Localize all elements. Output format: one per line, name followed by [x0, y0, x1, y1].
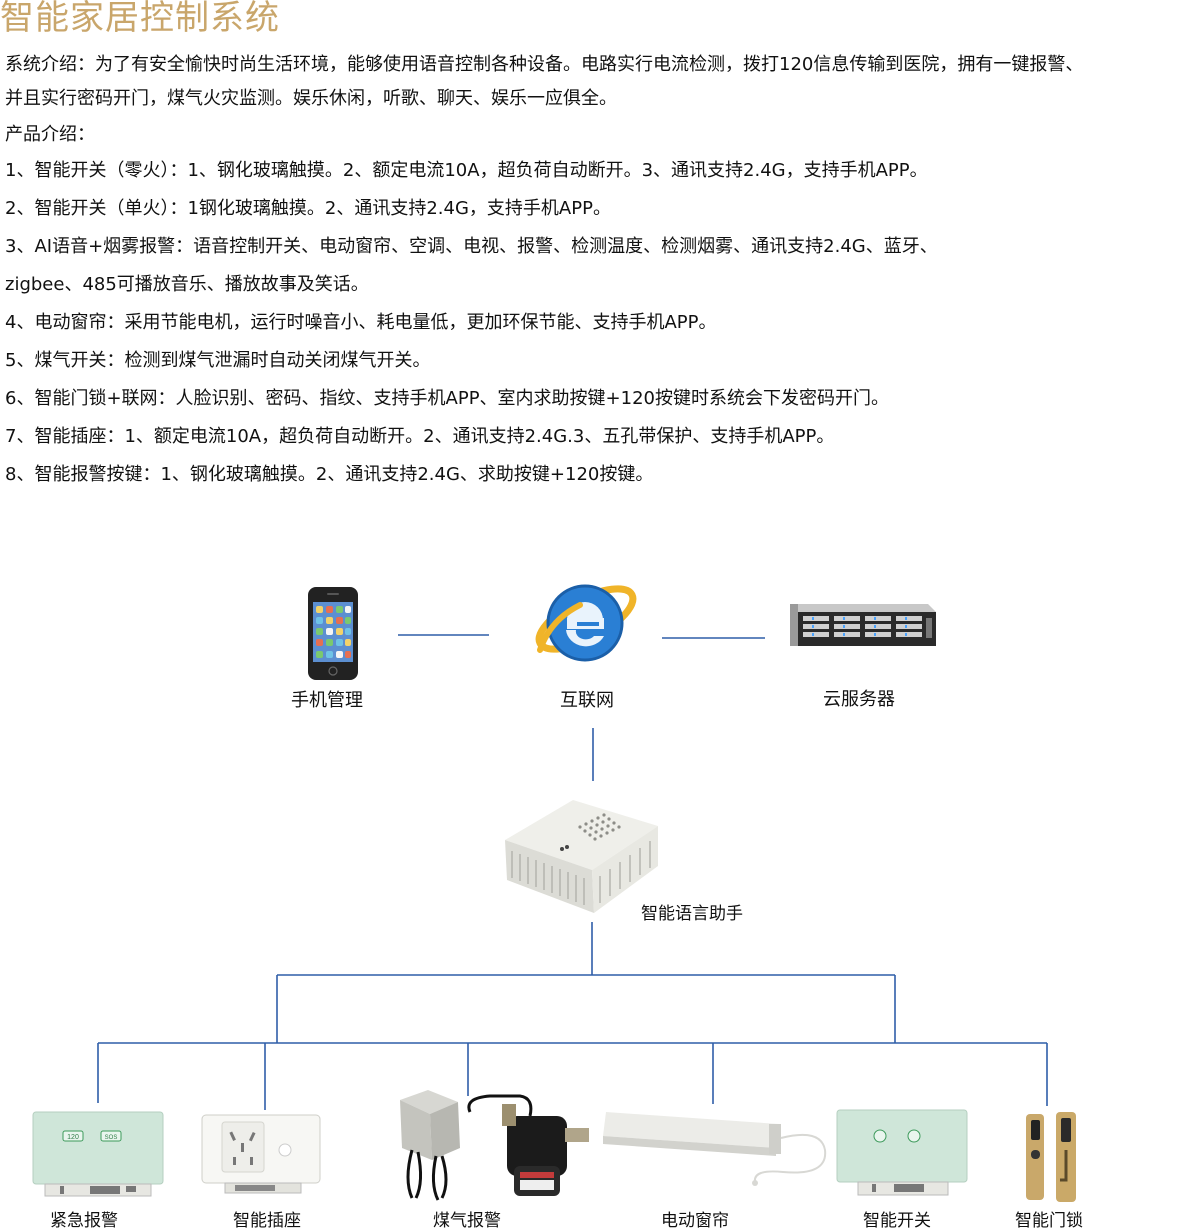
- smart-switch-panel-icon: [836, 1109, 968, 1196]
- smart-switch-label: 智能开关: [863, 1211, 931, 1231]
- intro-line-1: 系统介绍：为了有安全愉快时尚生活环境，能够使用语音控制各种设备。电路实行电流检测…: [5, 48, 1195, 82]
- product-item-3: 3、AI语音+烟雾报警：语音控制开关、电动窗帘、空调、电视、报警、检测温度、检测…: [5, 228, 1195, 304]
- product-item-3-continuation: zigbee、485可播放音乐、播放故事及笑话。: [5, 274, 369, 295]
- smart-lock-label: 智能门锁: [1015, 1211, 1083, 1231]
- product-item-1: 1、智能开关（零火）：1、钢化玻璃触摸。2、额定电流10A，超负荷自动断开。3、…: [5, 160, 928, 181]
- connector-lines: [97, 634, 1048, 1110]
- smart-socket-icon: [201, 1114, 321, 1194]
- panel-sos-label: SOS: [105, 1135, 118, 1141]
- product-item-8: 8、智能报警按键：1、钢化玻璃触摸。2、通讯支持2.4G、求助按键+120按键。: [5, 464, 654, 485]
- emergency-alarm-panel-icon: 120 SOS: [32, 1111, 164, 1197]
- gas-alarm-icon: [400, 1090, 460, 1201]
- product-item-5: 5、煤气开关：检测到煤气泄漏时自动关闭煤气开关。: [5, 350, 431, 371]
- product-item-7: 7、智能插座：1、额定电流10A，超负荷自动断开。2、通讯支持2.4G.3、五孔…: [5, 426, 835, 447]
- emergency-alarm-label: 紧急报警: [50, 1211, 118, 1231]
- intro-label: 系统介绍：: [5, 54, 95, 75]
- gas-valve-icon: [467, 1094, 589, 1196]
- product-item-2: 2、智能开关（单火）：1钢化玻璃触摸。2、通讯支持2.4G，支持手机APP。: [5, 198, 611, 219]
- smartphone-icon: [308, 587, 358, 680]
- electric-curtain-label: 电动窗帘: [661, 1211, 729, 1231]
- server-rack-icon: [790, 604, 936, 646]
- panel-120-label: 120: [67, 1134, 79, 1141]
- intro-text-1: 为了有安全愉快时尚生活环境，能够使用语音控制各种设备。电路实行电流检测，拨打12…: [95, 54, 1084, 75]
- voice-assistant-hub-icon: [505, 800, 658, 913]
- internet-explorer-icon: [535, 584, 637, 662]
- smart-socket-label: 智能插座: [233, 1211, 301, 1231]
- product-heading: 产品介绍：: [5, 124, 95, 145]
- product-item-4: 4、电动窗帘：采用节能电机，运行时噪音小、耗电量低，更加环保节能、支持手机APP…: [5, 312, 717, 333]
- internet-label: 互联网: [560, 690, 614, 711]
- cloud-server-label: 云服务器: [823, 689, 895, 710]
- intro-line-2: 并且实行密码开门，煤气火灾监测。娱乐休闲，听歌、聊天、娱乐一应俱全。: [5, 88, 617, 109]
- door-lock-icon: [1026, 1112, 1076, 1202]
- product-item-6: 6、智能门锁+联网：人脸识别、密码、指纹、支持手机APP、室内求助按键+120按…: [5, 388, 889, 409]
- page-title: 智能家居控制系统: [0, 0, 280, 38]
- voice-hub-label: 智能语言助手: [641, 904, 743, 924]
- gas-alarm-label: 煤气报警: [433, 1211, 501, 1231]
- phone-management-label: 手机管理: [291, 690, 363, 711]
- system-intro: 系统介绍：为了有安全愉快时尚生活环境，能够使用语音控制各种设备。电路实行电流检测…: [5, 48, 1195, 116]
- product-list: 产品介绍： 1、智能开关（零火）：1、钢化玻璃触摸。2、额定电流10A，超负荷自…: [5, 118, 1195, 494]
- product-item-3-text: 3、AI语音+烟雾报警：语音控制开关、电动窗帘、空调、电视、报警、检测温度、检测…: [5, 236, 938, 257]
- curtain-rail-icon: [603, 1112, 827, 1186]
